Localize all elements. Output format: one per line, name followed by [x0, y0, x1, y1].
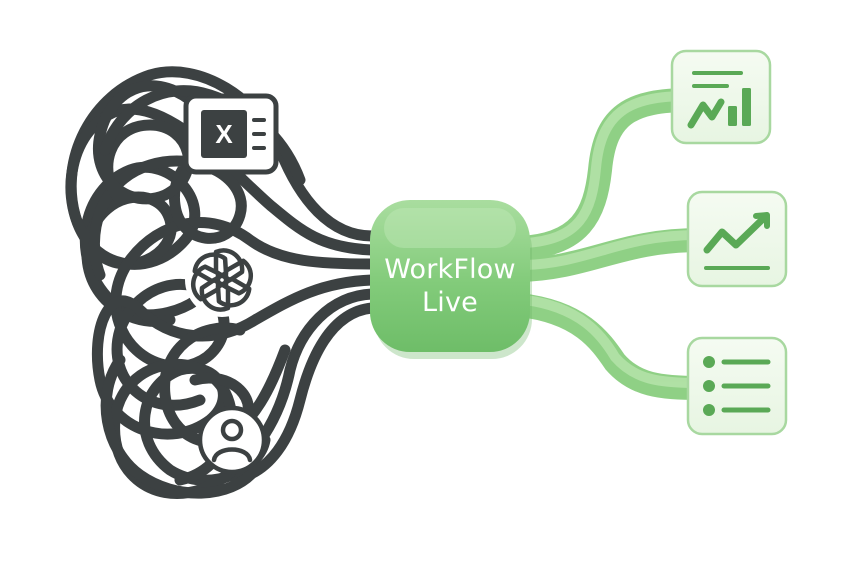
- cable: [234, 302, 378, 484]
- hub-body: [370, 200, 530, 352]
- line-chart-icon: [703, 212, 770, 270]
- workflow-live-hub: WorkFlow Live: [370, 200, 532, 359]
- openai-tile: [185, 243, 259, 317]
- hub-title-line2: Live: [422, 287, 478, 318]
- tangled-input-cables: [65, 66, 378, 499]
- cable: [159, 322, 254, 448]
- openai-icon: [191, 248, 253, 312]
- excel-icon: [201, 110, 247, 158]
- line-chart-card: [686, 190, 788, 288]
- excel-tile: X: [183, 93, 279, 175]
- user-tile: [197, 405, 267, 475]
- hub-title-line1: WorkFlow: [384, 254, 516, 285]
- bullet-list-icon: [703, 356, 771, 416]
- cable: [93, 80, 196, 206]
- output-tubes: [508, 88, 712, 400]
- user-icon: [211, 418, 253, 463]
- cable: [100, 354, 261, 499]
- excel-rows-icon: [252, 118, 266, 150]
- bar-chart-report-icon: [687, 71, 751, 129]
- report-card: [670, 49, 772, 145]
- list-card: [686, 336, 788, 436]
- excel-letter: X: [215, 119, 233, 149]
